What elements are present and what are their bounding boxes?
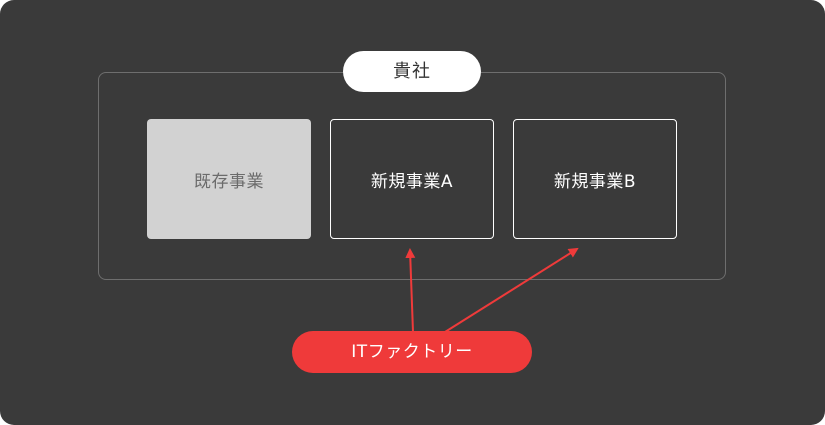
- new-business-b-label: 新規事業B: [553, 171, 637, 192]
- company-label: 貴社: [343, 51, 481, 92]
- it-factory-label: ITファクトリー: [292, 331, 532, 373]
- new-business-a-label: 新規事業A: [370, 171, 454, 192]
- existing-business-box: 既存事業: [147, 119, 311, 239]
- new-business-b-box: 新規事業B: [513, 119, 677, 239]
- new-business-a-box: 新規事業A: [330, 119, 494, 239]
- existing-business-label: 既存事業: [194, 171, 264, 192]
